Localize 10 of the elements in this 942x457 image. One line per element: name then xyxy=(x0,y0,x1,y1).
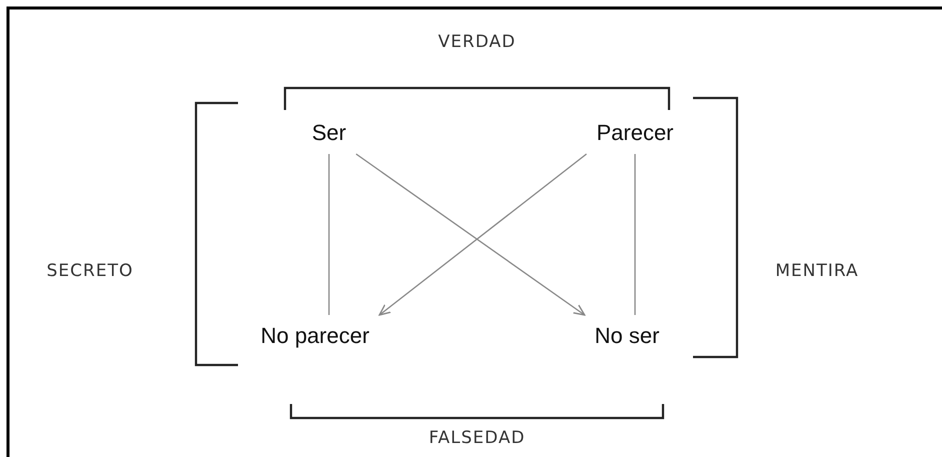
connector-line xyxy=(328,154,330,315)
term-label: Parecer xyxy=(592,118,678,148)
connector-line xyxy=(634,154,636,315)
bracket-label: SECRETO xyxy=(46,261,134,281)
bracket-label: VERDAD xyxy=(438,32,516,52)
term-label: No ser xyxy=(590,321,664,351)
term-label: Ser xyxy=(308,118,350,148)
bracket-label: FALSEDAD xyxy=(428,428,526,448)
bracket-label: MENTIRA xyxy=(775,261,859,281)
term-label: No parecer xyxy=(256,321,374,351)
